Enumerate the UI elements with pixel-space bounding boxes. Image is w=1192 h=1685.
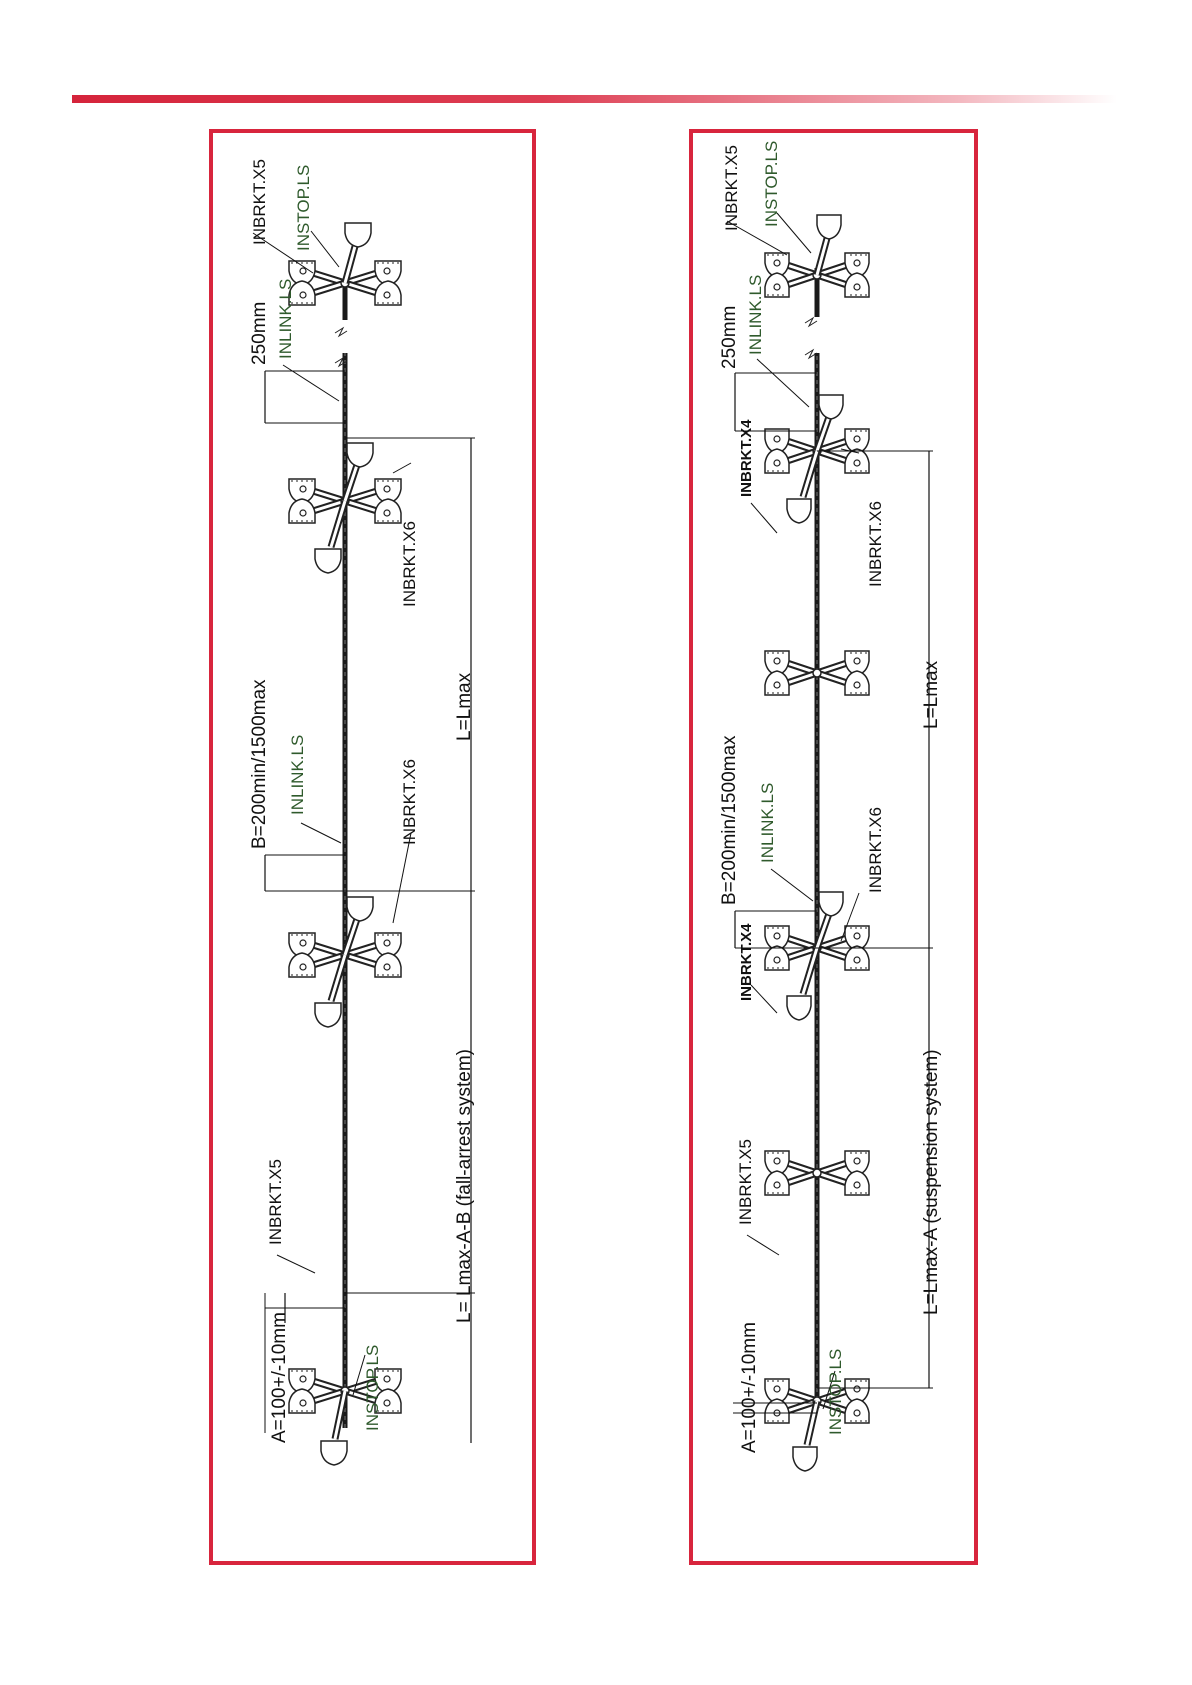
right-label-inbrkt-x6-upper: INBRKT.X6 [866, 501, 885, 587]
right-label-inbrkt-x4-high: INBRKT.X4 [738, 419, 755, 497]
right-caption-250: 250mm [719, 306, 740, 369]
right-caption-lmax: L=Lmax [921, 660, 942, 729]
left-caption-a: A=100+/-10mm [269, 1312, 290, 1443]
right-label-inbrkt-x5-bottom: INBRKT.X5 [736, 1139, 755, 1225]
right-label-inbrkt-x4-low: INBRKT.X4 [738, 923, 755, 1001]
right-label-inbrkt-x6-mid: INBRKT.X6 [866, 807, 885, 893]
right-label-inlink-top: INLINK.LS [746, 275, 765, 355]
suspension-drawing: A=100+/-10mm INSTOP.LS INBRKT.X5 INBRKT.… [719, 141, 942, 1472]
right-label-instop-top: INSTOP.LS [762, 141, 781, 227]
right-label-inlink-mid: INLINK.LS [758, 783, 777, 863]
right-label-inbrkt-x5-top: INBRKT.X5 [722, 145, 741, 231]
left-label-instop-top: INSTOP.LS [294, 165, 313, 251]
right-caption-bottom: L=Lmax-A (suspension system) [921, 1049, 942, 1315]
left-label-inlink-mid: INLINK.LS [288, 735, 307, 815]
left-caption-b: B=200min/1500max [249, 679, 270, 849]
right-caption-b: B=200min/1500max [719, 735, 740, 905]
left-label-inbrkt-x5-top: INBRKT.X5 [250, 159, 269, 245]
right-label-instop-bottom: INSTOP.LS [826, 1349, 845, 1435]
right-caption-a: A=100+/-10mm [739, 1322, 760, 1453]
left-label-inbrkt-x6-upper: INBRKT.X6 [400, 521, 419, 607]
left-caption-bottom: L= Lmax-A-B (fall-arrest system) [454, 1049, 475, 1323]
left-label-instop-bottom: INSTOP.LS [363, 1345, 382, 1431]
left-label-inlink-top: INLINK.LS [276, 279, 295, 359]
left-label-inbrkt-x6-mid: INBRKT.X6 [400, 759, 419, 845]
left-caption-lmax: L=Lmax [454, 672, 475, 741]
left-label-inbrkt-x5-bottom: INBRKT.X5 [266, 1159, 285, 1245]
suspension-diagram-panel: A=100+/-10mm INSTOP.LS INBRKT.X5 INBRKT.… [689, 129, 978, 1565]
fall-arrest-drawing: A=100+/-10mm INSTOP.LS INBRKT.X5 L= Lmax… [249, 159, 475, 1466]
fall-arrest-diagram-panel: A=100+/-10mm INSTOP.LS INBRKT.X5 L= Lmax… [209, 129, 536, 1565]
left-caption-250: 250mm [249, 302, 270, 365]
header-accent-rule [72, 95, 1117, 103]
